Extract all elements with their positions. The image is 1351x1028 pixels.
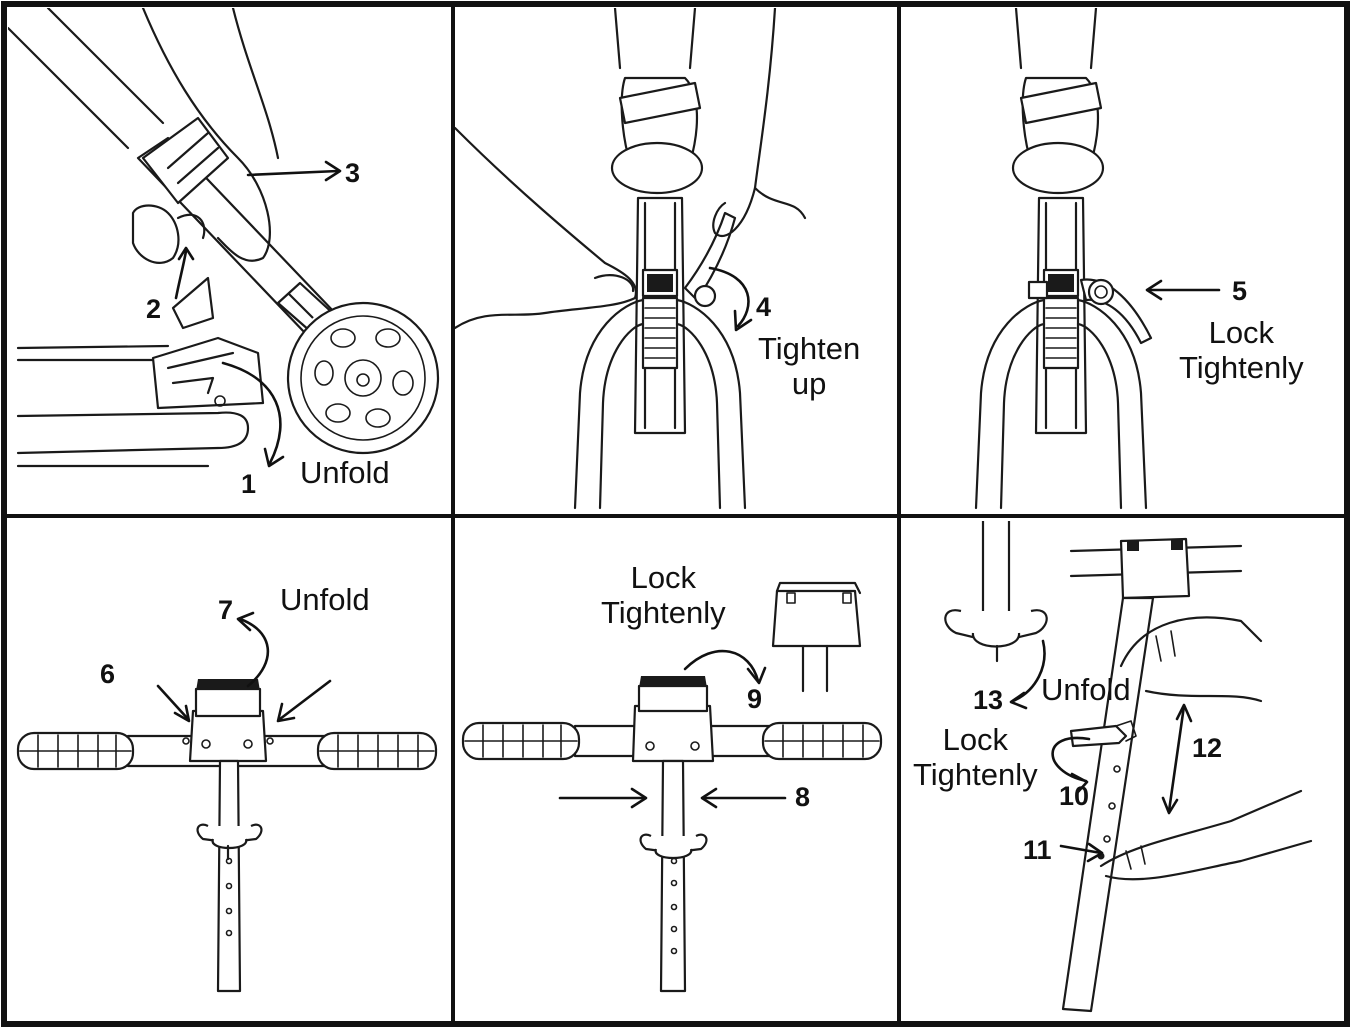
step-number-3: 3 [345, 160, 360, 187]
caption-lock-tightenly-1: Lock Tightenly [1179, 316, 1304, 385]
step-number-10: 10 [1059, 783, 1089, 810]
step-number-11: 11 [1023, 837, 1052, 864]
panel-step-1-3: 3 2 1 Unfold [8, 8, 451, 511]
caption-tighten-up: Tighten up [758, 332, 860, 401]
step-number-2: 2 [146, 296, 161, 323]
step-number-4: 4 [756, 294, 771, 321]
caption-lock-tightenly-2: Lock Tightenly [601, 561, 726, 630]
step-number-9: 9 [747, 686, 762, 713]
step-number-13: 13 [973, 687, 1003, 714]
step-number-7: 7 [218, 597, 233, 624]
step-number-12: 12 [1192, 735, 1222, 762]
panel-step-10-13: 13 12 10 11 Unfold Lock Tightenly [901, 521, 1343, 1020]
stem-clamp-tighten-illustration [455, 8, 897, 511]
scooter-unfold-illustration [8, 8, 451, 511]
panel-step-8-9: 9 8 Lock Tightenly [455, 521, 897, 1020]
panel-step-6-7: 7 6 Unfold [8, 521, 451, 1020]
caption-unfold-2: Unfold [280, 583, 370, 618]
panel-step-5: 5 Lock Tightenly [901, 8, 1343, 511]
caption-lock-tightenly-3: Lock Tightenly [913, 723, 1038, 792]
caption-unfold-3: Unfold [1041, 673, 1131, 708]
step-number-6: 6 [100, 661, 115, 688]
stem-clamp-locked-illustration [901, 8, 1343, 511]
step-number-8: 8 [795, 784, 810, 811]
caption-unfold-1: Unfold [300, 456, 390, 491]
panel-step-4: 4 Tighten up [455, 8, 897, 511]
step-number-5: 5 [1232, 278, 1247, 305]
step-number-1: 1 [241, 471, 256, 498]
